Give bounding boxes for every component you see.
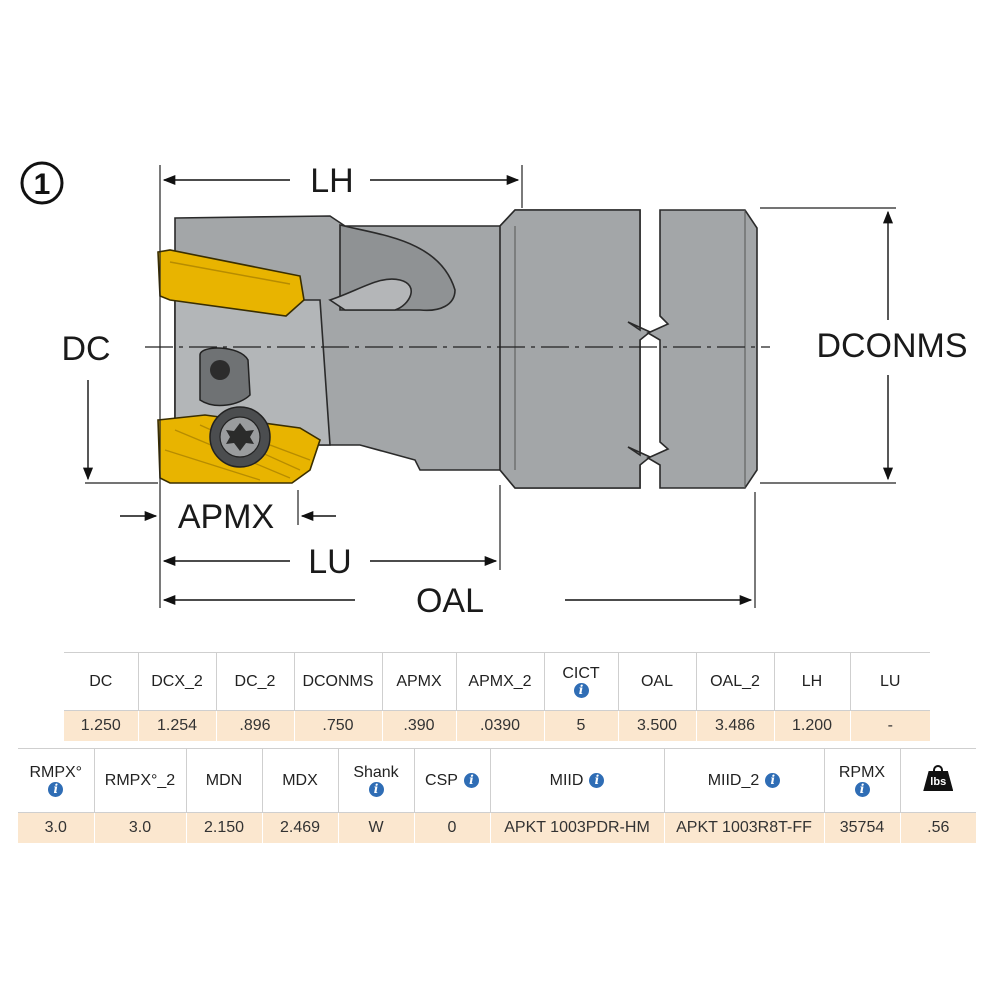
header-mdn: MDN [185,748,262,813]
header-rmpx-2: RMPX°_2 [93,748,186,813]
info-icon[interactable]: i [368,782,384,797]
header-lh: LH [773,652,850,711]
header-apmx: APMX [381,652,456,711]
header-label: DC [89,672,113,690]
label-lu: LU [308,543,351,581]
header-label: DC_2 [234,672,276,690]
header-label: Shank [353,764,399,781]
header-label: OAL_2 [710,672,760,690]
info-icon[interactable]: i [48,782,64,797]
header-label: RMPX°_2 [104,771,176,789]
header-label: MDN [205,771,243,789]
value-cell: 3.0 [93,812,186,843]
header-dc: DC [64,652,138,711]
value-cell: 5 [543,710,618,741]
header-label: RMPX° [29,764,83,781]
value-cell: 3.500 [617,710,696,741]
info-icon[interactable]: i [589,773,605,788]
weight-icon: lbs [923,765,954,791]
header-label: OAL [640,672,673,690]
label-oal: OAL [416,582,484,620]
value-cell: 35754 [823,812,900,843]
view-number-badge: 1 [20,161,64,205]
value-cell: .0390 [455,710,544,741]
header-dconms: DCONMS [293,652,382,711]
value-cell: W [337,812,414,843]
value-cell: 1.200 [773,710,850,741]
view-number: 1 [34,168,51,201]
clamp-wedge-icon [199,347,251,407]
extension-lines [85,165,896,608]
header-label: LH [801,672,823,690]
cutter-drawing: 1 [20,161,968,620]
value-cell: 3.486 [695,710,774,741]
value-cell: 1.254 [137,710,216,741]
value-cell: .56 [899,812,976,843]
label-apmx: APMX [178,498,274,536]
value-cell: 1.250 [64,710,138,741]
header-label: MIID [549,771,584,789]
value-cell: 0 [413,812,490,843]
header-rmpx: RMPX°i [18,748,94,813]
value-cell: .390 [381,710,456,741]
value-cell: .750 [293,710,382,741]
value-cell: 2.150 [185,812,262,843]
label-lh: LH [310,162,353,200]
header-mdx: MDX [261,748,338,813]
header-label: MIID_2 [707,771,760,789]
header-oal: OAL [617,652,696,711]
header-dcx-2: DCX_2 [137,652,216,711]
header-label: APMX [396,672,442,690]
header-apmx-2: APMX_2 [455,652,544,711]
header-weight-icon: lbs [899,748,976,813]
header-dc-2: DC_2 [215,652,294,711]
header-miid: MIID i [489,748,664,813]
header-label: DCX_2 [151,672,203,690]
header-csp: CSP i [413,748,490,813]
value-cell: 2.469 [261,812,338,843]
value-cell: .896 [215,710,294,741]
header-label: APMX_2 [468,672,532,690]
header-oal-2: OAL_2 [695,652,774,711]
header-label: LU [880,672,901,690]
header-label: MDX [282,771,318,789]
weight-unit-label: lbs [930,776,947,788]
dimension-arrows [82,174,894,606]
header-label: CSP [425,771,458,789]
label-dc: DC [61,330,110,368]
header-lu: LU [849,652,930,711]
info-icon[interactable]: i [463,773,479,788]
value-cell: APKT 1003R8T-FF [663,812,824,843]
value-cell: APKT 1003PDR-HM [489,812,664,843]
header-miid-2: MIID_2 i [663,748,824,813]
upper-insert [157,249,305,317]
header-label: DCONMS [302,672,374,690]
info-icon[interactable]: i [573,683,589,698]
info-icon[interactable]: i [854,782,870,797]
info-icon[interactable]: i [765,773,781,788]
value-cell: 3.0 [18,812,94,843]
header-label: RPMX [838,764,886,781]
value-cell: - [849,710,930,741]
header-label: CICT [562,665,600,682]
torx-screw-icon [209,406,271,468]
label-dconms: DCONMS [816,327,967,365]
